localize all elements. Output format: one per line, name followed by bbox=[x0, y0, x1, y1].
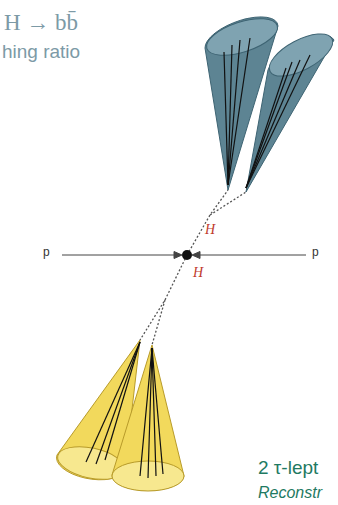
decay-channel: H → bb̄ bbox=[4, 10, 78, 35]
tau-text: 2 τ-lept bbox=[258, 458, 318, 479]
higgs-label: H bbox=[205, 222, 215, 237]
b-jet-cones bbox=[202, 11, 338, 192]
note-text: Reconstr bbox=[258, 484, 322, 502]
proton-label: p bbox=[43, 246, 50, 259]
proton-label: p bbox=[312, 246, 319, 259]
higgs-label: H bbox=[193, 265, 203, 280]
note-text: hing ratio bbox=[2, 42, 80, 63]
tau-cones bbox=[55, 340, 184, 491]
